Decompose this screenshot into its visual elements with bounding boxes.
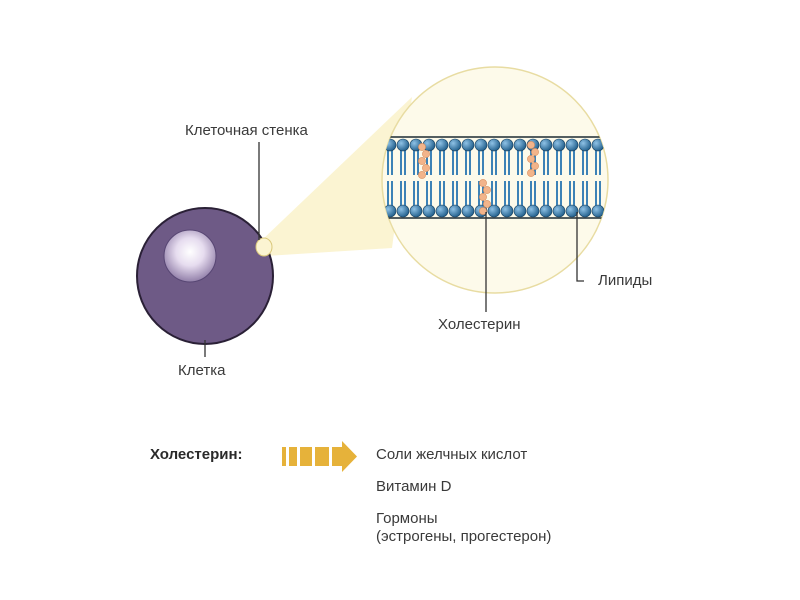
- lipid-head: [539, 204, 553, 218]
- cell-label: Клетка: [178, 362, 226, 379]
- legend-title: Холестерин:: [150, 446, 243, 463]
- lipid-head: [448, 138, 462, 152]
- lipid-head: [474, 138, 488, 152]
- cholesterol-molecule: [418, 143, 426, 151]
- lipid-head: [448, 204, 462, 218]
- lipid-head: [435, 204, 449, 218]
- cholesterol-molecule: [422, 150, 430, 158]
- cholesterol-molecule: [527, 155, 535, 163]
- cholesterol-molecule: [527, 169, 535, 177]
- cholesterol-molecule: [479, 207, 487, 215]
- lipids-leader: [576, 212, 584, 282]
- lipid-head: [461, 204, 475, 218]
- lipid-head: [539, 138, 553, 152]
- legend-product-hormones: Гормоны: [376, 510, 438, 527]
- zoom-circle: [381, 66, 609, 294]
- lipid-head: [552, 138, 566, 152]
- lipid-head: [526, 204, 540, 218]
- cholesterol-label: Холестерин: [438, 316, 521, 333]
- lipid-head: [500, 138, 514, 152]
- lipid-head: [578, 204, 592, 218]
- lipid-head: [422, 204, 436, 218]
- lipid-head: [396, 204, 410, 218]
- cholesterol-molecule: [422, 164, 430, 172]
- legend-product-bile-salts: Соли желчных кислот: [376, 446, 528, 463]
- cholesterol-molecule: [479, 193, 487, 201]
- cholesterol-molecule: [418, 157, 426, 165]
- cholesterol-molecule: [483, 200, 491, 208]
- lipid-head: [487, 204, 501, 218]
- cell-wall-spot: [255, 237, 273, 257]
- lipids-label: Липиды: [598, 272, 653, 289]
- cholesterol-molecule: [531, 162, 539, 170]
- lipid-head: [461, 138, 475, 152]
- lipid-head: [396, 138, 410, 152]
- legend-product-hormones-detail: (эстрогены, прогестерон): [376, 528, 552, 545]
- lipid-head: [565, 138, 579, 152]
- lipid-head: [500, 204, 514, 218]
- lipid-head: [552, 204, 566, 218]
- conversion-arrow: [282, 441, 357, 472]
- lipid-head: [591, 204, 605, 218]
- nucleus: [163, 229, 217, 283]
- lipid-head: [409, 204, 423, 218]
- cholesterol-molecule: [531, 148, 539, 156]
- lipid-head: [435, 138, 449, 152]
- cholesterol-molecule: [418, 171, 426, 179]
- lipid-head: [591, 138, 605, 152]
- lipid-head: [578, 138, 592, 152]
- lipid-head: [565, 204, 579, 218]
- lipid-bilayer: [382, 136, 608, 219]
- lipid-head: [513, 204, 527, 218]
- cholesterol-molecule: [479, 179, 487, 187]
- lipid-head: [487, 138, 501, 152]
- cholesterol-molecule: [483, 186, 491, 194]
- lipid-head: [513, 138, 527, 152]
- cholesterol-molecule: [527, 141, 535, 149]
- legend-product-vitamin-d: Витамин D: [376, 478, 452, 495]
- cell-wall-label: Клеточная стенка: [185, 122, 308, 139]
- zoom-cone: [262, 97, 412, 256]
